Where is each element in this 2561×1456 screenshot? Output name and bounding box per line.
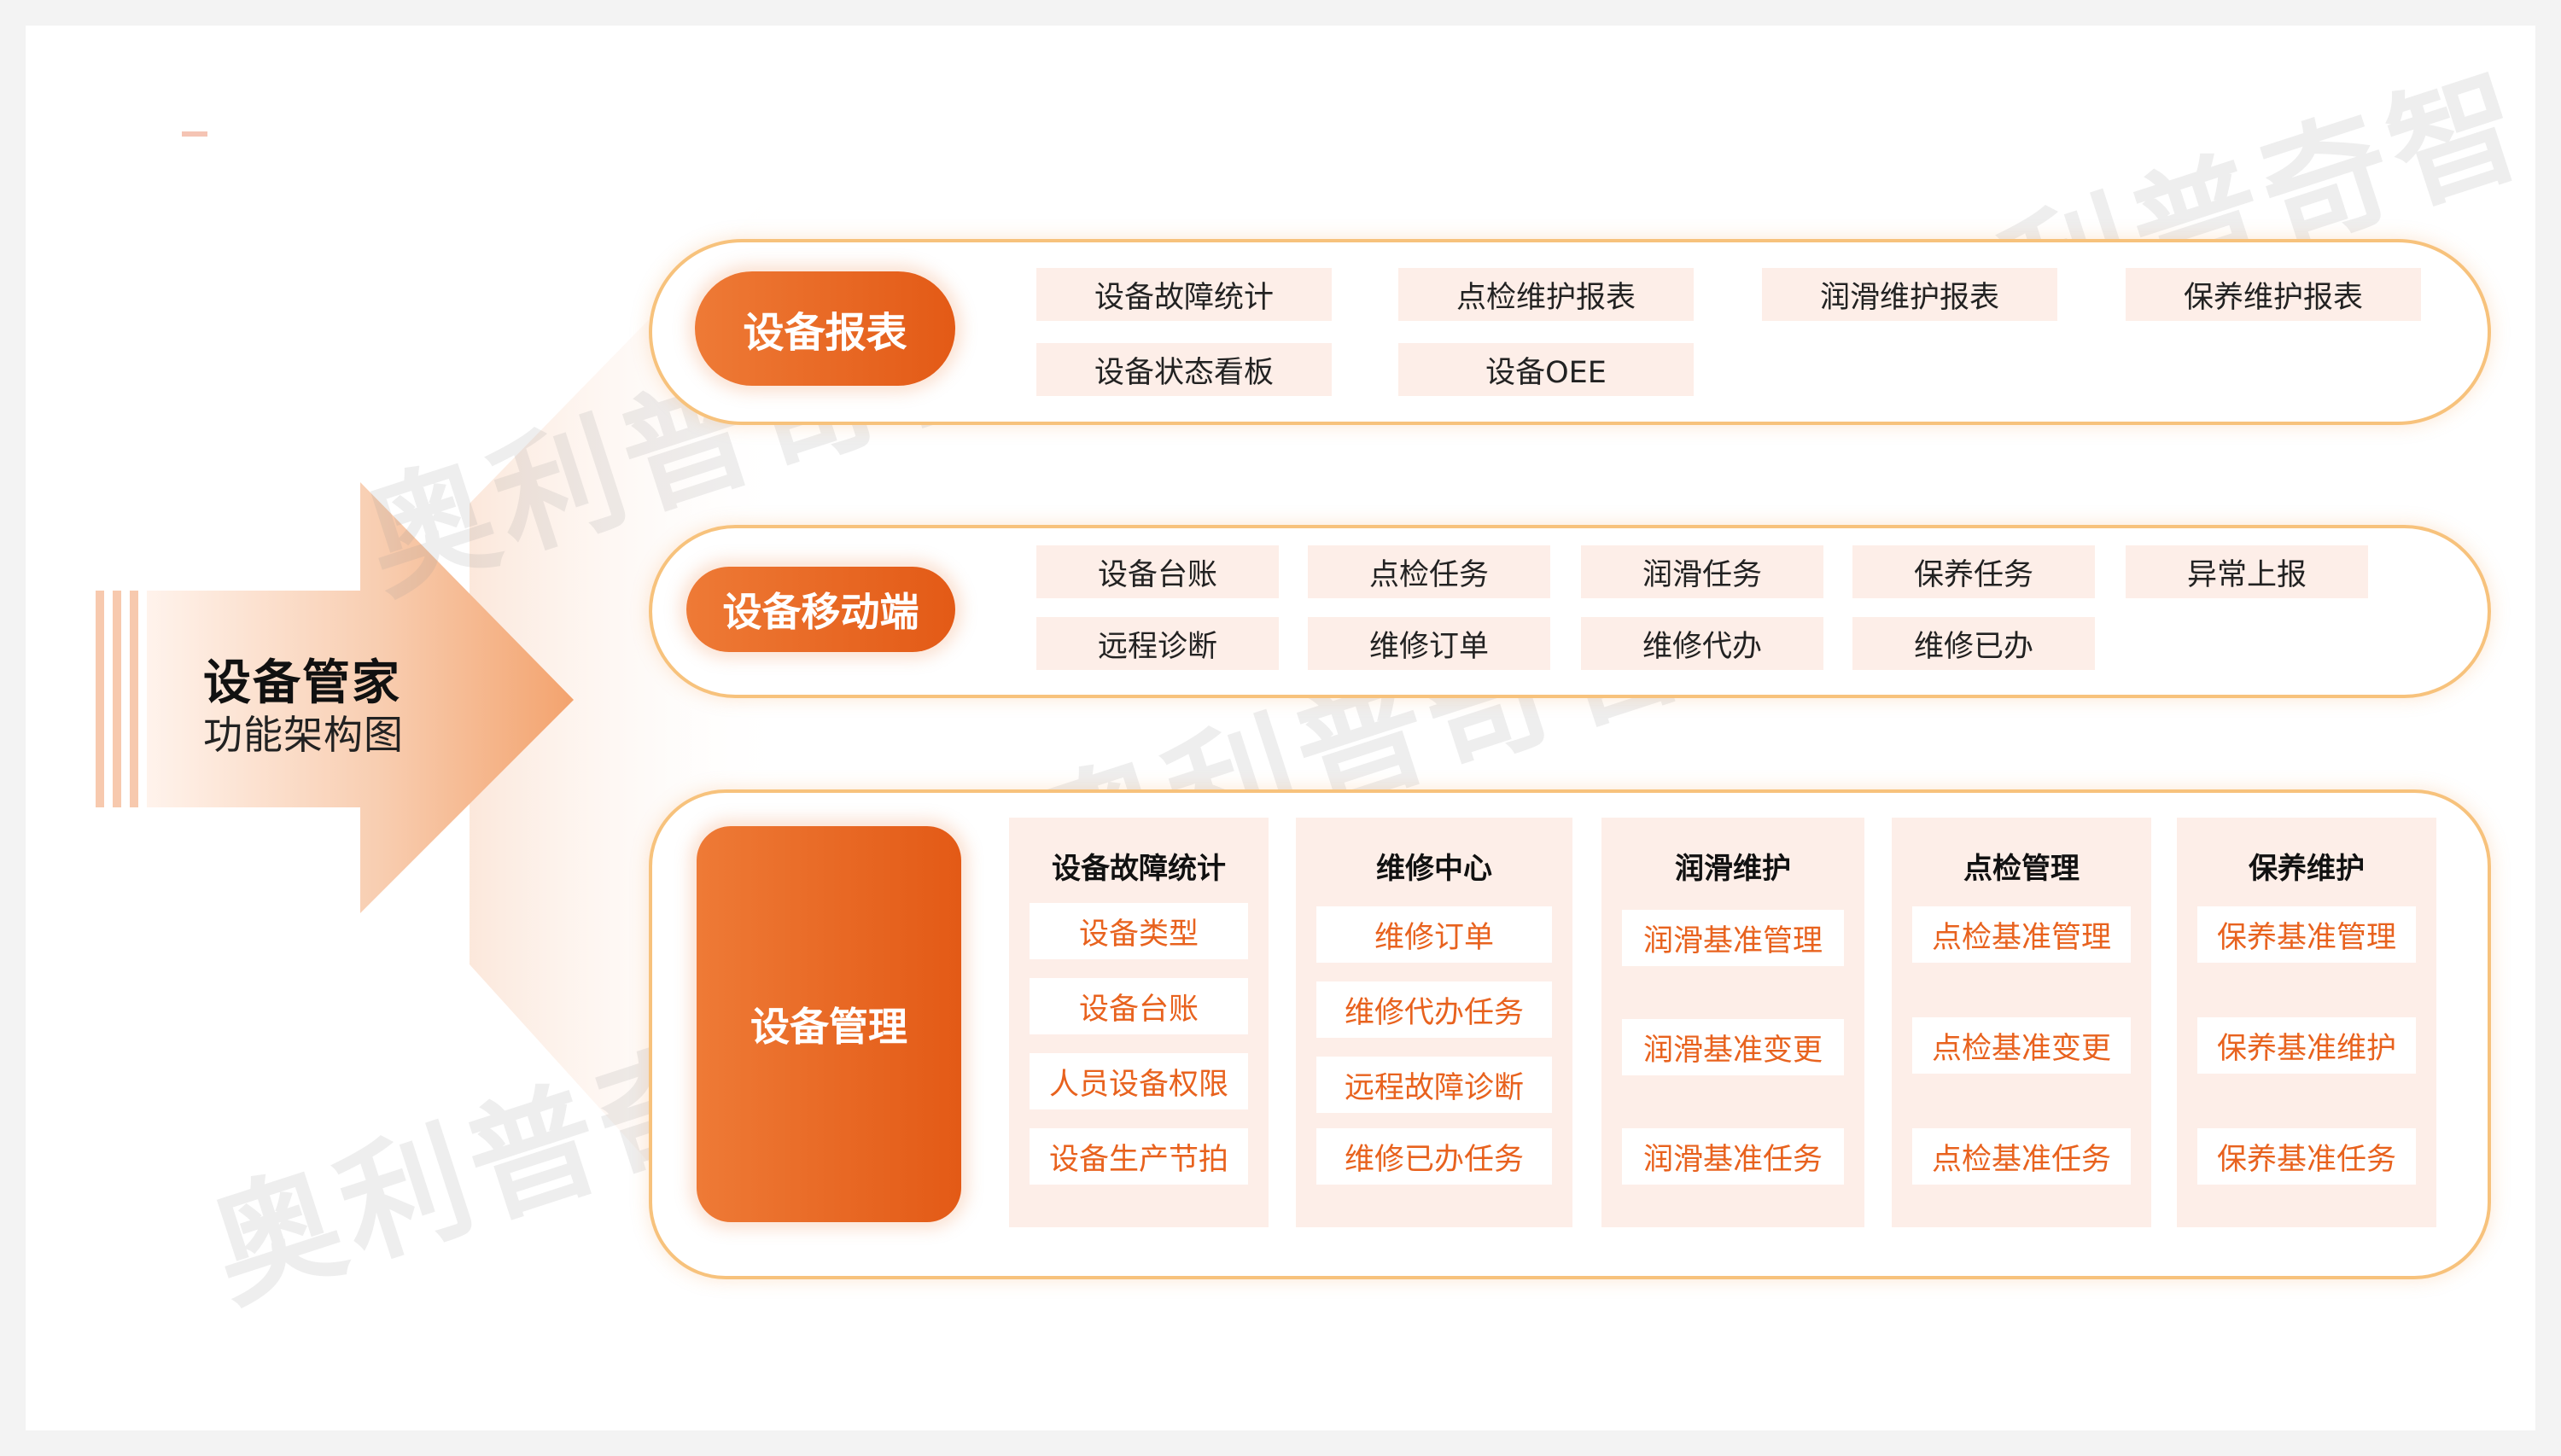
column-item: 点检基准管理 bbox=[1912, 906, 2131, 963]
column-item: 维修订单 bbox=[1316, 906, 1552, 963]
management-column: 润滑维护 润滑基准管理 润滑基准变更 润滑基准任务 bbox=[1601, 818, 1864, 1227]
column-item: 保养基准任务 bbox=[2197, 1128, 2416, 1185]
column-item: 维修代办任务 bbox=[1316, 981, 1552, 1038]
management-pill: 设备管理 bbox=[697, 826, 961, 1222]
mobile-panel: 设备移动端 设备台账 点检任务 润滑任务 保养任务 异常上报 远程诊断 维修订单… bbox=[649, 525, 2491, 698]
column-title: 维修中心 bbox=[1376, 852, 1492, 886]
mobile-chip: 维修代办 bbox=[1581, 617, 1823, 670]
report-chip: 设备状态看板 bbox=[1036, 343, 1332, 396]
decorative-tick bbox=[182, 131, 207, 137]
hub-title: 设备管家 bbox=[203, 655, 401, 711]
column-item: 润滑基准变更 bbox=[1622, 1019, 1844, 1075]
mobile-pill: 设备移动端 bbox=[686, 567, 955, 652]
column-item: 远程故障诊断 bbox=[1316, 1057, 1552, 1113]
management-column: 设备故障统计 设备类型 设备台账 人员设备权限 设备生产节拍 bbox=[1009, 818, 1269, 1227]
report-pill: 设备报表 bbox=[695, 271, 955, 386]
column-title: 点检管理 bbox=[1963, 852, 2080, 886]
report-panel: 设备报表 设备故障统计 点检维护报表 润滑维护报表 保养维护报表 设备状态看板 … bbox=[649, 239, 2491, 425]
management-column: 维修中心 维修订单 维修代办任务 远程故障诊断 维修已办任务 bbox=[1296, 818, 1572, 1227]
management-column: 点检管理 点检基准管理 点检基准变更 点检基准任务 bbox=[1892, 818, 2151, 1227]
column-item: 点检基准任务 bbox=[1912, 1128, 2131, 1185]
column-item: 设备类型 bbox=[1030, 903, 1248, 959]
column-title: 保养维护 bbox=[2249, 852, 2365, 886]
mobile-chip: 维修已办 bbox=[1852, 617, 2095, 670]
report-chip: 保养维护报表 bbox=[2126, 268, 2421, 321]
report-chip: 润滑维护报表 bbox=[1762, 268, 2057, 321]
column-item: 润滑基准任务 bbox=[1622, 1128, 1844, 1185]
column-item: 保养基准管理 bbox=[2197, 906, 2416, 963]
column-title: 润滑维护 bbox=[1675, 852, 1791, 886]
report-chip: 点检维护报表 bbox=[1398, 268, 1694, 321]
column-title: 设备故障统计 bbox=[1052, 852, 1226, 886]
mobile-chip: 异常上报 bbox=[2126, 545, 2368, 598]
report-chip: 设备OEE bbox=[1398, 343, 1694, 396]
column-item: 润滑基准管理 bbox=[1622, 910, 1844, 966]
column-item: 维修已办任务 bbox=[1316, 1128, 1552, 1185]
hub-subtitle: 功能架构图 bbox=[203, 712, 404, 758]
architecture-diagram: 设备管家 功能架构图 奥利普奇智 奥利普奇智 奥利普奇智 奥利普奇智 奥利普奇智… bbox=[26, 26, 2546, 1430]
management-column: 保养维护 保养基准管理 保养基准维护 保养基准任务 bbox=[2177, 818, 2436, 1227]
mobile-chip: 维修订单 bbox=[1308, 617, 1550, 670]
mobile-chip: 点检任务 bbox=[1308, 545, 1550, 598]
column-item: 人员设备权限 bbox=[1030, 1053, 1248, 1109]
column-item: 保养基准维护 bbox=[2197, 1017, 2416, 1074]
mobile-chip: 润滑任务 bbox=[1581, 545, 1823, 598]
mobile-chip: 设备台账 bbox=[1036, 545, 1279, 598]
column-item: 设备台账 bbox=[1030, 978, 1248, 1034]
column-item: 点检基准变更 bbox=[1912, 1017, 2131, 1074]
column-item: 设备生产节拍 bbox=[1030, 1128, 1248, 1185]
mobile-chip: 保养任务 bbox=[1852, 545, 2095, 598]
mobile-chip: 远程诊断 bbox=[1036, 617, 1279, 670]
report-chip: 设备故障统计 bbox=[1036, 268, 1332, 321]
